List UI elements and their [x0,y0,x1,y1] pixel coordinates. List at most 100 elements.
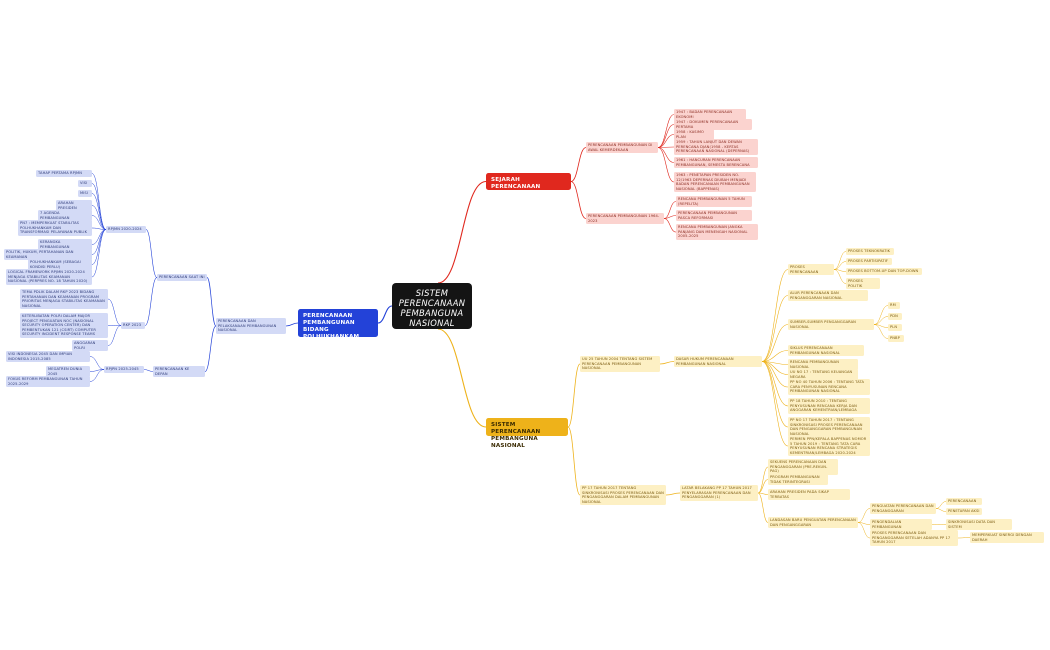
sejarah-item-1947b[interactable]: 1947 : DOKUMEN PERENCANAAN PERTAMA [674,119,752,131]
sejarah-awal[interactable]: PERENCANAAN PEMBANGUNAN DI AWAL KEMERDEK… [586,142,658,154]
polhukam-rpjmn[interactable]: RPJMN 2020-2024 [106,226,146,233]
connector-line [833,261,847,270]
pengendalian-sinkron[interactable]: SINKRONISASI DATA DAN SISTEM [946,519,1012,531]
rpjmn-item-1[interactable]: VISI [78,180,92,187]
uu-rencana[interactable]: RENCANA PEMBANGUNAN NASIONAL [788,359,858,371]
pasca-item-repelita[interactable]: RENCANA PEMBANGUNAN 5 TAHUN (REPELITA) [676,196,752,208]
connector-line [935,508,947,512]
connector-line [91,193,107,230]
connector-line [761,295,789,362]
sejarah-item-1958[interactable]: 1958 : KASIMO PLAN [674,129,714,141]
rpjpn-item-0[interactable]: VISI INDONESIA 2045 DAN IMPIAN INDONESIA… [6,351,90,363]
rkp-item-1[interactable]: KETERLIBATAN POLRI DALAM MAJOR PROJECT P… [20,313,108,338]
sejarah-item-1959[interactable]: 1959 : TAHUN LANJUT DAN DEWAN PERENCANA … [674,139,758,155]
proses-politik[interactable]: PROSES POLITIK [846,278,880,290]
connector-line [957,537,971,539]
connector-line [857,522,871,525]
polhukam-rpjpn[interactable]: RPJPN 2025-2045 [104,366,144,373]
uu-pp40[interactable]: PP NO 40 TAHUN 2006 : TENTANG TATA CARA … [788,379,870,395]
sumber-pln[interactable]: PLN [888,324,902,331]
uu-siklus[interactable]: SIKLUS PERENCANAAN PEMBANGUNAN NASIONAL [788,345,864,357]
rpjmn-item-7[interactable]: POLITIK, HUKUM, PERTAHANAN DAN KEAMANAN [4,249,92,261]
branch-sejarah[interactable]: SEJARAH PERENCANAAN PEMBANGUNAN NASIONAL [486,173,571,204]
pp17-sekuens[interactable]: SEKUENS PERENCANAAN DAN PENGANGGARAN (PR… [768,459,838,475]
uu-pp18[interactable]: PP 18 TAHUN 2010 : TENTANG PENYUSUNAN RE… [788,398,870,414]
connector-line [91,183,107,230]
landasan-penguatan[interactable]: PENGUATAN PERENCANAAN DAN PENGANGGARAN [870,503,936,515]
uu-proses[interactable]: PROSES PERENCANAAN [788,264,834,276]
uu-dasar[interactable]: DASAR HUKUM PERENCANAAN PEMBANGUNAN NASI… [674,356,762,368]
proses-teknokratik[interactable]: PROSES TEKNOKRATIK [846,248,894,255]
rkp-item-2[interactable]: ANGGARAN POLRI [72,340,108,352]
connector-line [757,479,769,494]
sejarah-item-1947a[interactable]: 1947 : BADAN PERENCANAAN EKONOMI [674,109,746,121]
rpjmn-item-8[interactable]: POLHUKHANKAM (SEBAGAI KONDISI PERLU) [28,259,92,271]
sumber-pnbp[interactable]: PNBP [888,335,904,342]
connector-line [91,205,107,230]
proses-bottomup[interactable]: PROSES BOTTOM-UP DAN TOP-DOWN [846,268,922,275]
branch-polhukam[interactable]: PERENCANAAN PEMBANGUNAN BIDANG POLHUKHAN… [298,309,378,340]
sumber-pdn[interactable]: PDN [888,313,902,320]
pp17-arahan[interactable]: ARAHAN PRESIDEN PADA SIKAP TERBATAS [768,489,850,501]
rpjmn-item-5[interactable]: PN7 : MEMPERKUAT STABILITAS POLHUKHANKAM… [18,220,92,236]
connector-line [206,277,217,327]
rkp-item-0[interactable]: TEMA PDLIK DALAM RKP 2023 BIDANG PERTAHA… [20,289,108,310]
sejarah-item-1963[interactable]: 1963 : PENETAPAN PRESIDEN NO. 12/1963 DE… [674,172,756,193]
connector-line [663,215,677,219]
proses-partisipatif[interactable]: PROSES PARTISIPATIF [846,258,892,265]
pasca-item-reformasi[interactable]: PERENCANAAN PEMBANGUNAN PASCA REFORMASI [676,210,752,222]
connector-line [657,114,675,148]
polhukam-ke-depan[interactable]: PERENCANAAN KE DEPAN [153,366,205,378]
sumber-rm[interactable]: RM [888,302,900,309]
polhukam-pelaksanaan[interactable]: PERENCANAAN DAN PELAKSANAAN PEMBANGUNAN … [216,318,286,334]
connector-line [857,508,871,523]
connector-line [857,522,871,539]
pp17-landasan[interactable]: LANDASAN BARU PENGUATAN PERENCANAAN DAN … [768,517,858,529]
connector-line [657,124,675,148]
rpjmn-item-6[interactable]: KERANGKA PEMBANGUNAN [38,239,92,251]
branch-sistem[interactable]: SISTEM PERENCANAAN PEMBANGUNA NASIONAL [486,418,568,449]
polhukam-rkp[interactable]: RKP 2023 [121,322,145,329]
penguatan-aksi[interactable]: PENETAPAN AKSI [946,508,982,515]
uu-permen[interactable]: PERMEN PPN/KEPALA BAPPENAS NOMOR 5 TAHUN… [788,436,870,457]
landasan-pengendalian[interactable]: PENGENDALIAN PEMBANGUNAN [870,519,932,531]
sejarah-item-1961[interactable]: 1961 : HANCURAN PERENCANAAN PEMBANGUNAN,… [674,157,758,169]
connector-line [761,269,789,362]
pasca-item-rpjp[interactable]: RENCANA PEMBANGUNAN JANGKA PANJANG DAN M… [676,224,758,240]
root-topic[interactable]: SISTEM PERENCANAAN PEMBANGUNA NASIONAL [392,283,472,329]
polhukam-saat-ini[interactable]: PERENCANAAN SAAT INI [157,274,207,281]
pp17-program[interactable]: PROGRAM PEMBANGUNAN TIDAK TERINTEGRASI [768,474,828,486]
rpjpn-item-1[interactable]: MEGATREN DUNIA 2045 [46,366,90,378]
connector-line [761,361,789,428]
pp17-latar[interactable]: LATAR BELAKANG PP 17 TAHUN 2017 PENYELAR… [680,485,758,501]
rpjpn-item-2[interactable]: FOKUS REFORM PEMBANGUNAN TAHUN 2025-2029 [6,376,90,388]
uu-sumber[interactable]: SUMBER-SUMBER PENGANGGARAN NASIONAL [788,319,874,331]
rpjmn-item-9[interactable]: LOGICAL FRAMEWORK RPJMN 2020-2024 MENJAG… [6,269,92,285]
sejarah-pasca[interactable]: PERENCANAAN PEMBANGUNAN 1964-2023 [586,213,664,225]
penguatan-perencanaan[interactable]: PERENCANAAN [946,498,982,505]
connector-line [89,369,105,382]
connector-line [143,369,154,372]
sistem-uu25[interactable]: UU 25 TAHUN 2004 TENTANG SISTEM PERENCAN… [580,356,660,372]
connector-line [144,277,158,326]
uu-alur[interactable]: ALUR PERENCANAAN DAN PENGANGGARAN NASION… [788,290,868,302]
rpjmn-item-4[interactable]: 7 AGENDA PEMBANGUNAN [38,210,92,222]
proses-sinergi[interactable]: MEMPERKUAT SINERGI DENGAN DAERAH [970,532,1044,544]
rpjmn-item-0[interactable]: TAHAP PERTAMA RPJMN [36,170,92,177]
connector-line [833,251,847,270]
connector-line [89,356,105,370]
rpjmn-item-3[interactable]: ARAHAN PRESIDEN [56,200,92,212]
connector-line [437,180,487,284]
connector-line [91,173,107,230]
connector-line [663,201,677,219]
sistem-pp17[interactable]: PP 17 TAHUN 2017 TENTANG SINKRONISASI PR… [580,485,666,506]
connector-line [145,229,158,278]
rpjmn-item-2[interactable]: MISI [78,190,92,197]
connector-line [657,134,675,148]
landasan-proses[interactable]: PROSES PERENCANAAN DAN PENGANGGARAN SETE… [870,530,958,546]
uu-keuangan[interactable]: UU NO 17 : TENTANG KEUANGAN NEGARA [788,369,858,381]
connector-line [377,305,393,324]
connector-line [657,147,675,183]
uu-pp17[interactable]: PP NO 17 TAHUN 2017 : TENTANG SINKRONISA… [788,417,870,438]
connector-line [873,305,889,325]
